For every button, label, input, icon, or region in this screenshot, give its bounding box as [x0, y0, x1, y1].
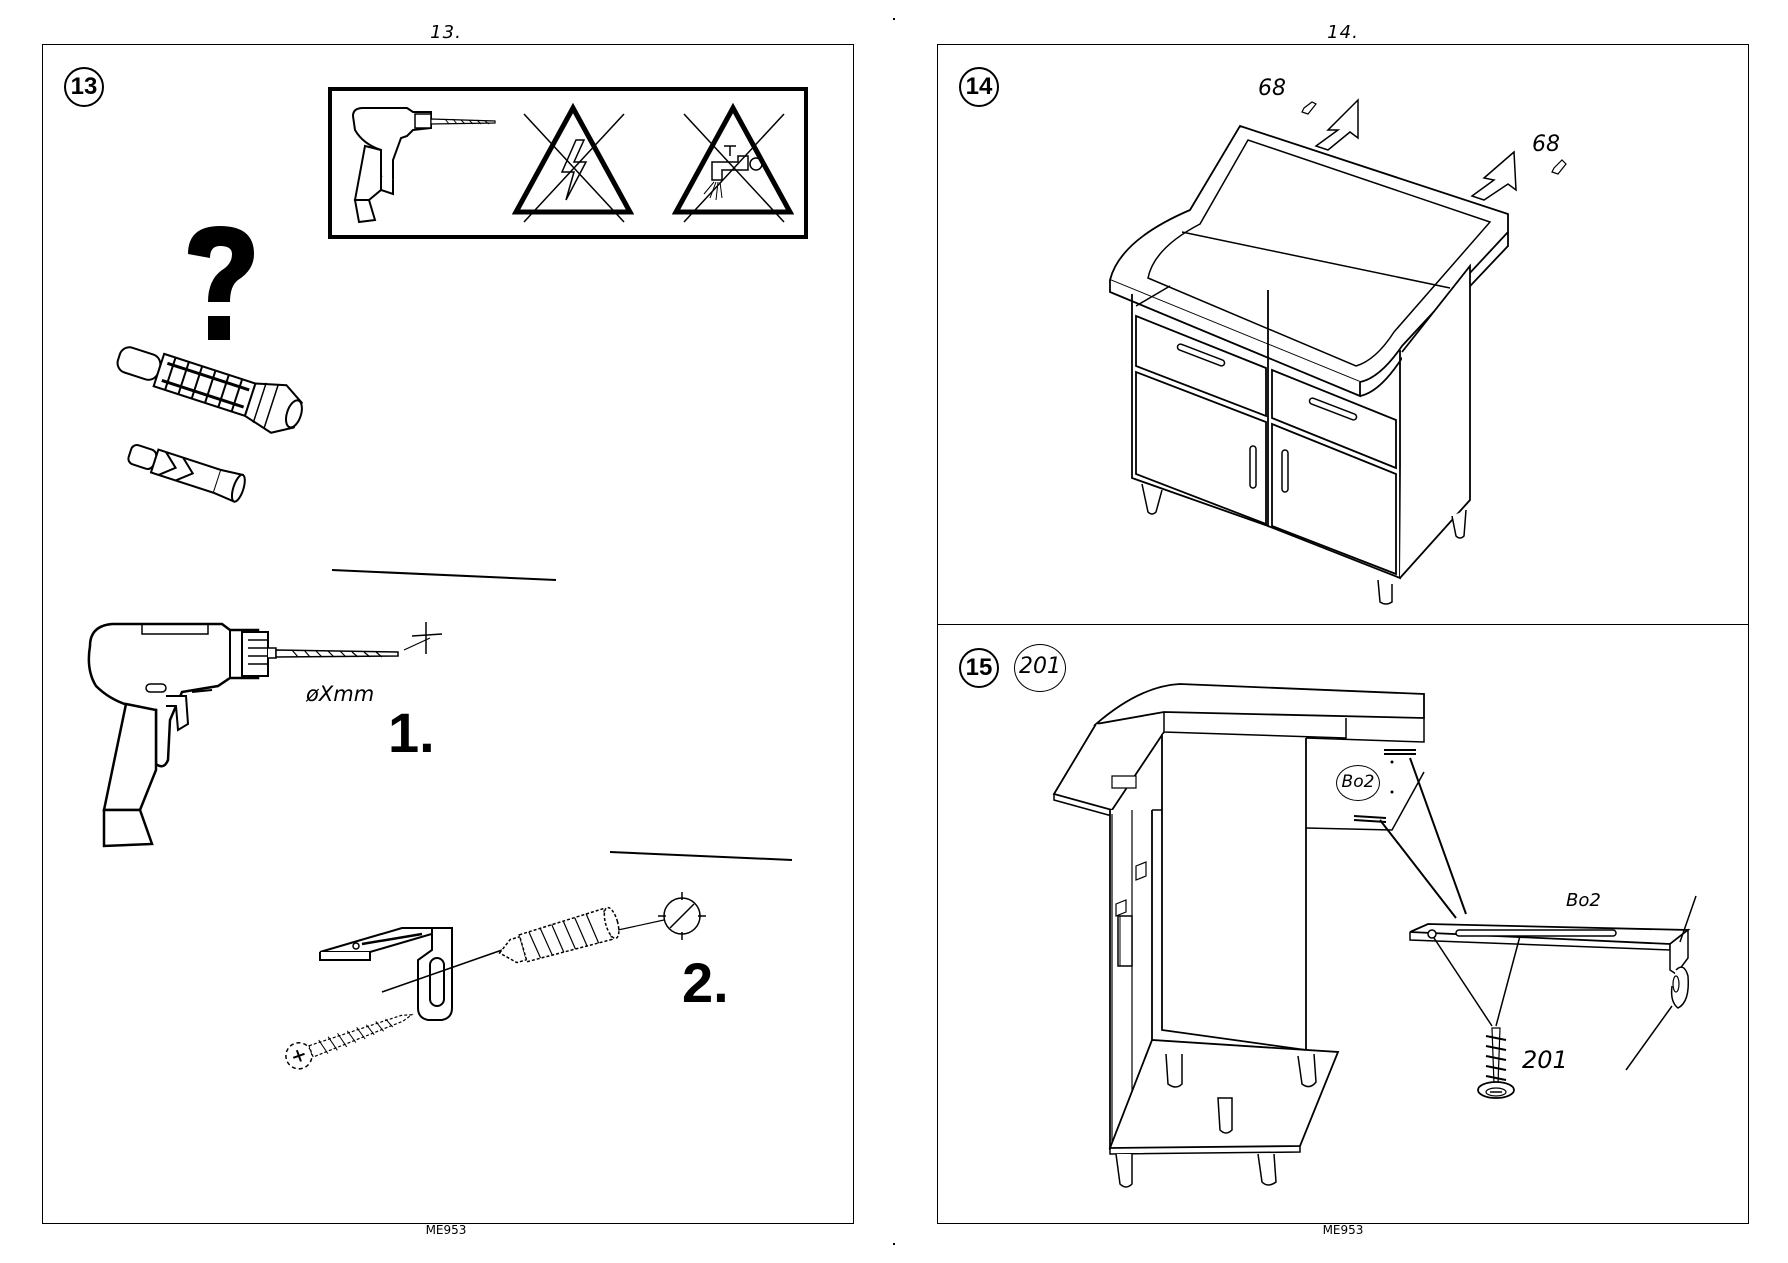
center-mark-bottom: [893, 1243, 895, 1245]
no-electric-cable-warning-icon: [508, 100, 638, 225]
left-page-number: 13.: [430, 22, 462, 43]
part-label-68-right: 68: [1532, 132, 1560, 157]
drill-icon: [345, 100, 505, 226]
drill-target-mark: [400, 618, 448, 666]
center-mark-top: [893, 18, 895, 20]
right-page-footer: ME953: [1322, 1223, 1364, 1237]
changing-table-cabinet-drawing: [1090, 80, 1570, 600]
step-13-number: 13: [64, 67, 104, 107]
bo2-bracket-label: Bo2: [1566, 890, 1601, 911]
step-15-number: 15: [959, 648, 999, 688]
cabinet-back-view-drawing: [1040, 680, 1430, 1200]
part-201-circle: 201: [1014, 644, 1066, 692]
screw-201-label: 201: [1522, 1046, 1568, 1074]
drill-large-icon: [82, 620, 412, 850]
right-page-number: 14.: [1327, 22, 1359, 43]
step-14-number: 14: [959, 67, 999, 107]
question-mark-icon: [188, 226, 254, 340]
left-page-frame: [42, 44, 854, 1224]
wall-line-1: [330, 568, 560, 582]
bracket-detail-drawing: [1370, 740, 1710, 1120]
wall-bracket-assembly: [252, 892, 706, 1060]
substep-1-label: 1.: [388, 701, 435, 764]
wall-plug-large-icon: [100, 338, 320, 450]
no-water-pipe-warning-icon: [668, 100, 798, 225]
wall-line-2: [608, 850, 794, 864]
right-page-frame: [937, 44, 1749, 1224]
fitting-bo2-circle: Bo2: [1336, 765, 1380, 801]
substep-2-label: 2.: [682, 951, 729, 1014]
step-divider: [937, 624, 1749, 625]
drill-size-label: øXmm: [306, 682, 375, 706]
wall-plug-small-icon: [118, 440, 258, 510]
left-page-footer: ME953: [425, 1223, 467, 1237]
warning-panel: [328, 87, 808, 239]
part-label-68-left: 68: [1258, 76, 1286, 101]
